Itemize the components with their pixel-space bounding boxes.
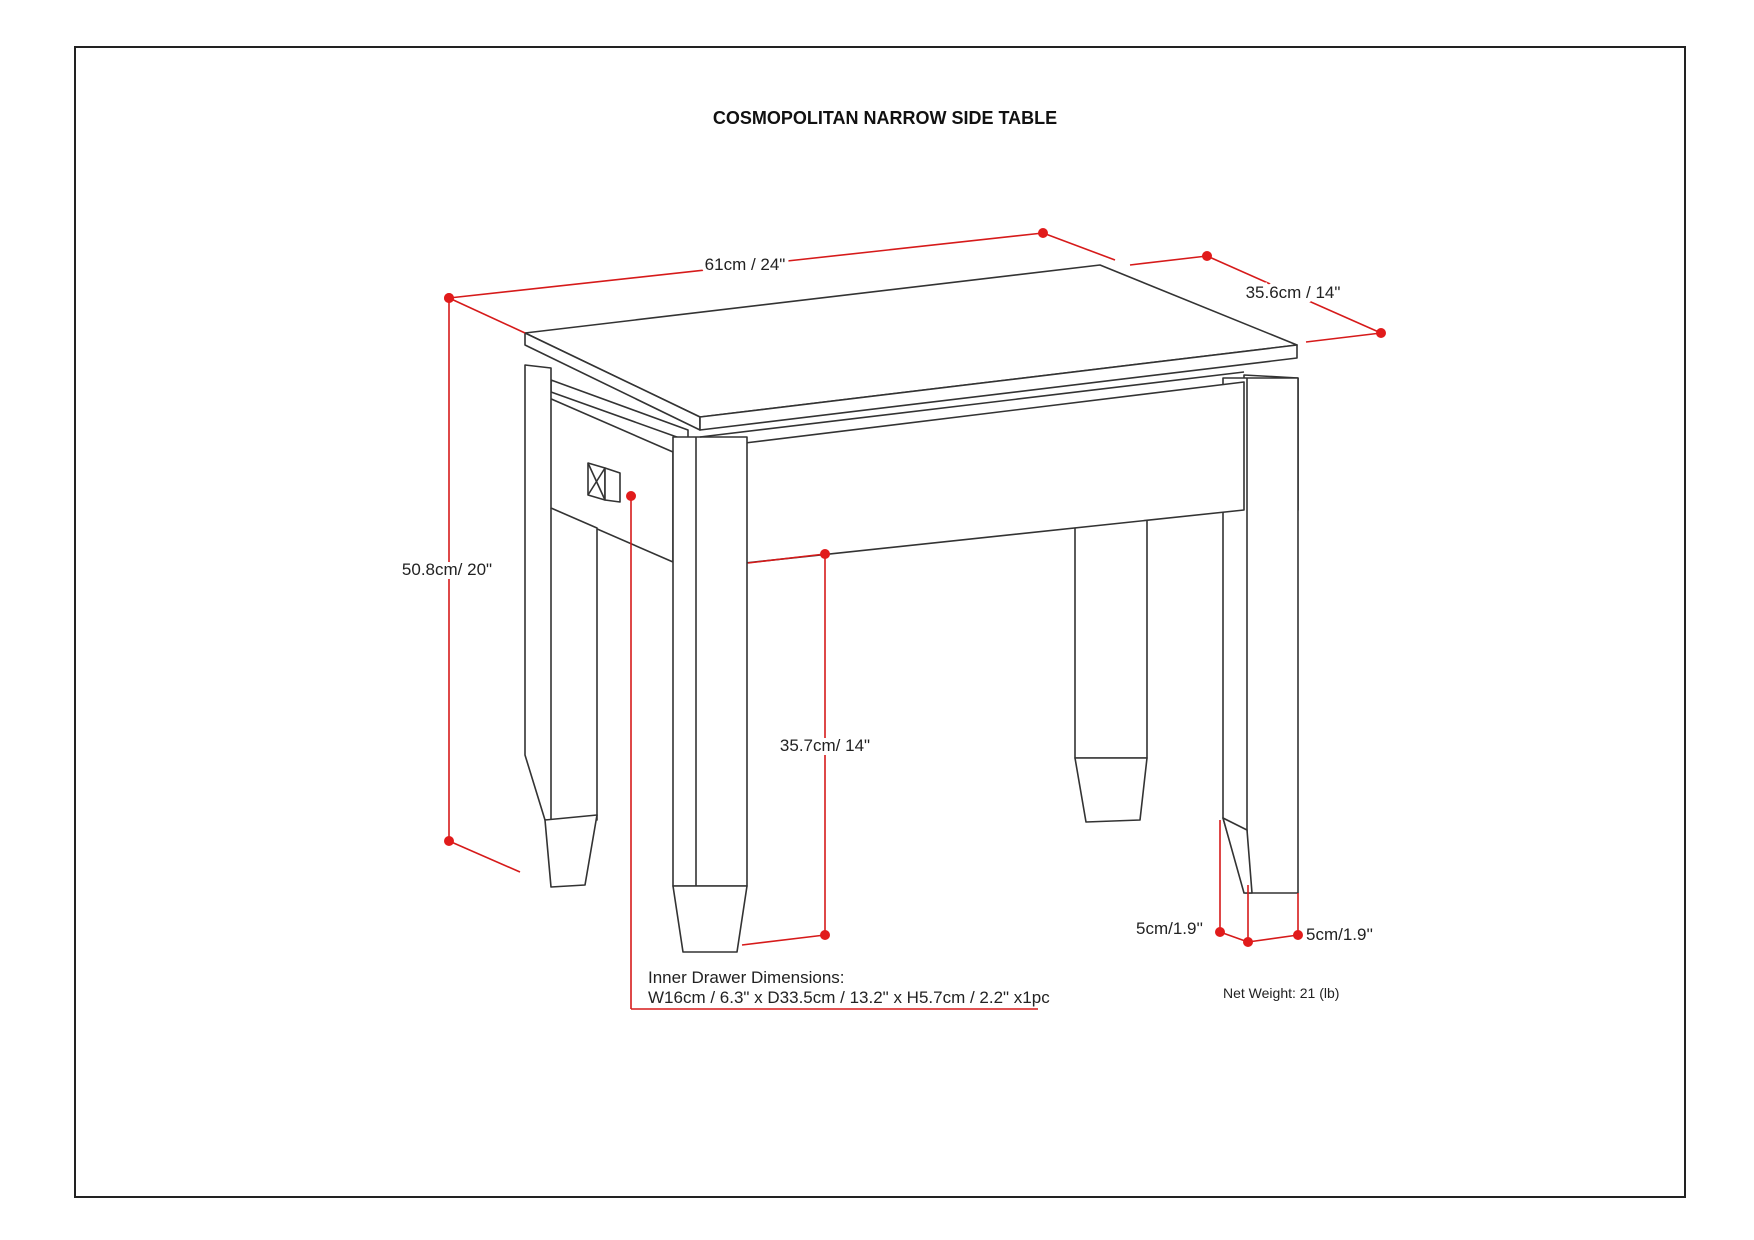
width-label: 61cm / 24": [705, 255, 786, 274]
depth-dimension: [1129, 251, 1386, 343]
drawing-border: [74, 46, 1686, 1198]
side-table-drawing: [524, 264, 1299, 953]
drawer-knob: [587, 462, 621, 503]
diagram-title: COSMOPOLITAN NARROW SIDE TABLE: [713, 108, 1057, 128]
right-end-leg-taper: [1222, 817, 1253, 894]
front-left-leg-taper: [672, 885, 748, 953]
height-dimension: [444, 293, 521, 873]
left-back-leg: [524, 364, 598, 821]
depth-label: 35.6cm / 14": [1246, 283, 1341, 302]
front-left-leg: [672, 436, 748, 887]
leg-depth-label: 5cm/1.9'': [1306, 925, 1373, 944]
leg-width-label: 5cm/1.9'': [1136, 919, 1203, 938]
table-top-front-edge: [699, 344, 1298, 431]
drawer-spec: W16cm / 6.3" x D33.5cm / 13.2" x H5.7cm …: [648, 988, 1050, 1007]
height-label: 50.8cm/ 20": [402, 560, 492, 579]
back-right-leg-taper: [1074, 757, 1148, 823]
drawer-callout: [626, 491, 1038, 1010]
leg-dimensions: [1215, 820, 1303, 947]
back-right-leg: [1074, 519, 1148, 759]
drawer-heading: Inner Drawer Dimensions:: [648, 968, 845, 987]
left-back-leg-taper: [544, 814, 598, 888]
net-weight: Net Weight: 21 (lb): [1223, 985, 1339, 1001]
clearance-dimension: [741, 549, 830, 946]
clearance-label: 35.7cm/ 14": [780, 736, 870, 755]
